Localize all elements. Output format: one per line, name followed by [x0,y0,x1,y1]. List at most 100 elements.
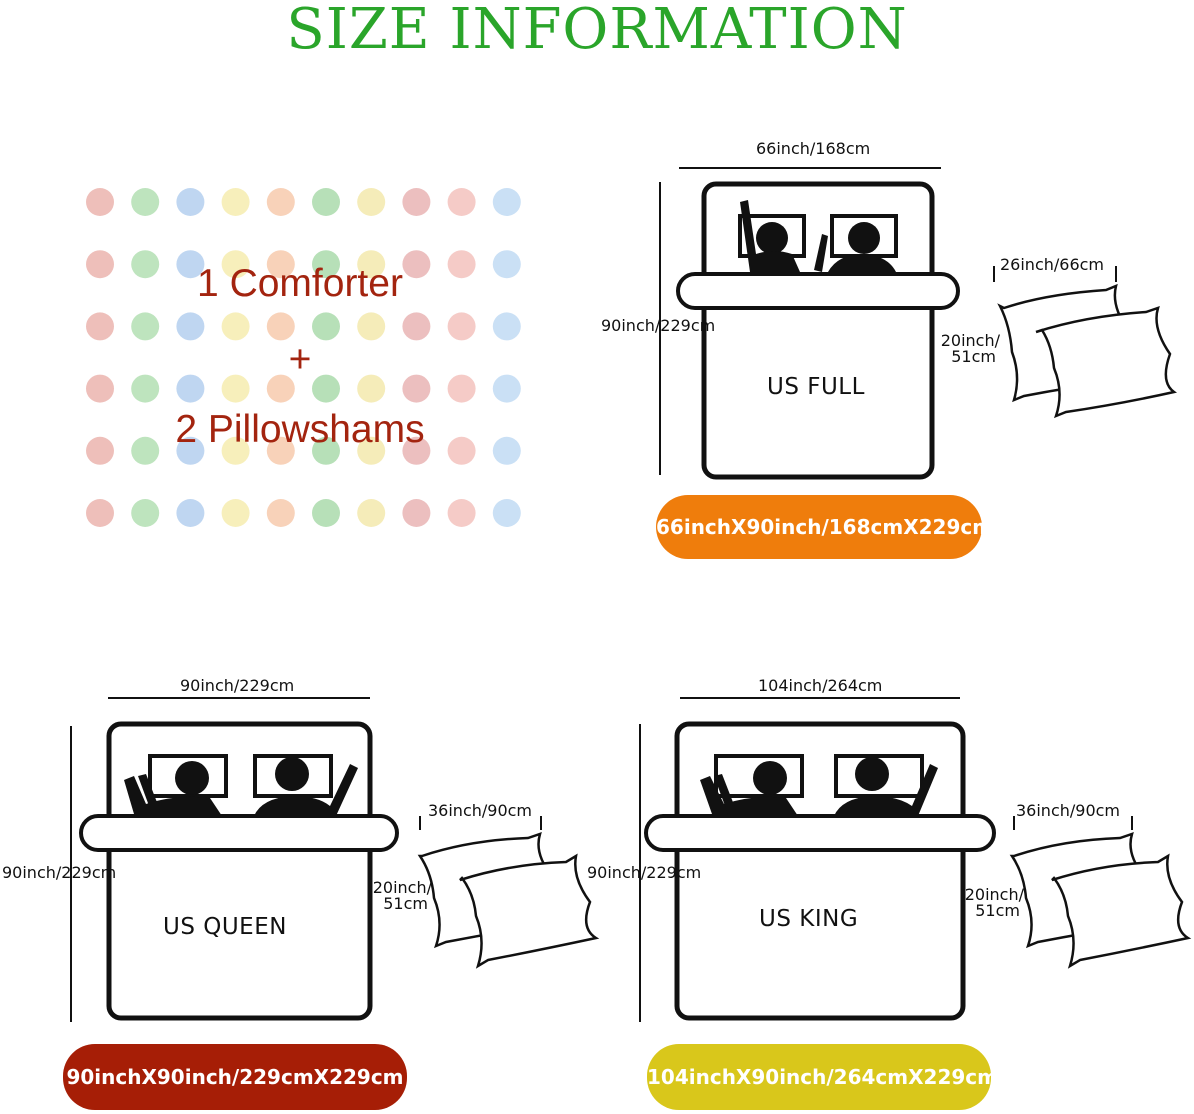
decorative-dot [131,188,160,216]
decorative-dot [402,188,431,216]
decorative-dot [357,250,386,279]
plus-sign: + [288,338,312,381]
decorative-dot [176,436,205,465]
queen-pillow-height-cm: 51cm [383,894,428,913]
bed-diagram-king [639,697,1192,1022]
person-left-icon [124,761,222,816]
decorative-dot [266,312,295,341]
decorative-dot [86,250,114,279]
decorative-dot [221,188,250,216]
full-length-label: 90inch/229cm [601,316,716,335]
queen-width-label: 90inch/229cm [180,676,295,695]
full-bed-name: US FULL [767,374,865,400]
pillowshams-label: 2 Pillowshams [175,408,425,451]
decorative-dot [312,499,340,527]
queen-length-label: 90inch/229cm [2,863,117,882]
queen-size-summary: 90inchX90inch/229cmX229cm [63,1044,407,1110]
decorative-dot [221,436,250,465]
decorative-dot [492,499,521,527]
decorative-dot [492,436,521,465]
king-pillow-height-inch: 20inch/ [964,885,1024,904]
decorative-dot [86,374,114,403]
decorative-dot [131,312,160,341]
full-size-summary: 66inchX90inch/168cmX229cm [656,495,993,559]
bed-pillow-bar [676,272,960,310]
queen-pillow-width: 36inch/90cm [428,801,533,820]
pillowsham-front [1051,853,1192,969]
bed-pillow-bar [644,814,996,852]
page-title: SIZE INFORMATION [286,0,908,62]
decorative-dot [131,436,160,465]
decorative-dot [176,374,205,403]
decorative-dot [402,436,431,465]
queen-bed-name: US QUEEN [163,914,287,940]
decorative-dot [131,499,160,527]
person-right-icon [814,222,896,272]
decorative-dot [266,250,295,279]
decorative-dot [221,374,250,403]
decorative-dot [492,250,521,279]
decorative-dot [492,374,521,403]
full-pillow-width: 26inch/66cm [1000,255,1105,274]
decorative-dot [86,436,114,465]
decorative-dot [221,499,250,527]
decorative-dot [312,374,340,403]
bed-pillow-bar [79,814,399,852]
person-right-icon [834,757,938,816]
decorative-dot [402,312,431,341]
king-size-summary: 104inchX90inch/264cmX229cm [647,1044,998,1110]
decorative-dot [266,499,295,527]
king-pillow-width: 36inch/90cm [1016,801,1121,820]
king-length-label: 90inch/229cm [587,863,702,882]
decorative-dot [266,374,295,403]
decorative-dot [402,499,431,527]
decorative-dot [86,188,114,216]
full-pillow-height-inch: 20inch/ [940,331,1000,350]
person-right-icon [254,757,358,816]
decorative-dot [176,499,205,527]
decorative-dot [357,436,386,465]
comforter-label: 1 Comforter [197,262,403,305]
decorative-dot [357,188,386,216]
decorative-dot [86,312,114,341]
pillowsham-front [459,853,600,969]
decorative-dot [312,312,340,341]
person-left-icon [700,761,798,816]
king-bed-name: US KING [759,906,859,932]
decorative-dot [312,436,340,465]
bed-diagram-full [659,167,1178,480]
bed-diagram-queen [70,697,600,1022]
decorative-dot [447,188,476,216]
pillowsham-front [1035,306,1178,419]
decorative-dot [221,312,250,341]
decorative-dot [447,312,476,341]
king-pillow-height-cm: 51cm [975,901,1020,920]
king-width-label: 104inch/264cm [758,676,883,695]
decorative-dot [221,250,250,279]
decorative-dot [402,250,431,279]
decorative-dot [402,374,431,403]
decorative-dot [357,312,386,341]
decorative-dot [176,250,205,279]
decorative-dot [447,374,476,403]
decorative-dot [312,250,340,279]
decorative-dot [447,436,476,465]
decorative-dot [492,188,521,216]
person-left-icon [740,200,800,272]
decorative-dot [176,188,205,216]
decorative-dot [447,499,476,527]
queen-pillow-height-inch: 20inch/ [372,878,432,897]
dot-pattern [86,188,521,527]
decorative-dot [492,312,521,341]
decorative-dot [312,188,340,216]
decorative-dot [357,499,386,527]
decorative-dot [266,188,295,216]
decorative-dot [176,312,205,341]
full-pillow-height-cm: 51cm [951,347,996,366]
decorative-dot [447,250,476,279]
decorative-dot [131,374,160,403]
full-width-label: 66inch/168cm [756,139,871,158]
decorative-dot [131,250,160,279]
decorative-dot [86,499,114,527]
decorative-dot [266,436,295,465]
